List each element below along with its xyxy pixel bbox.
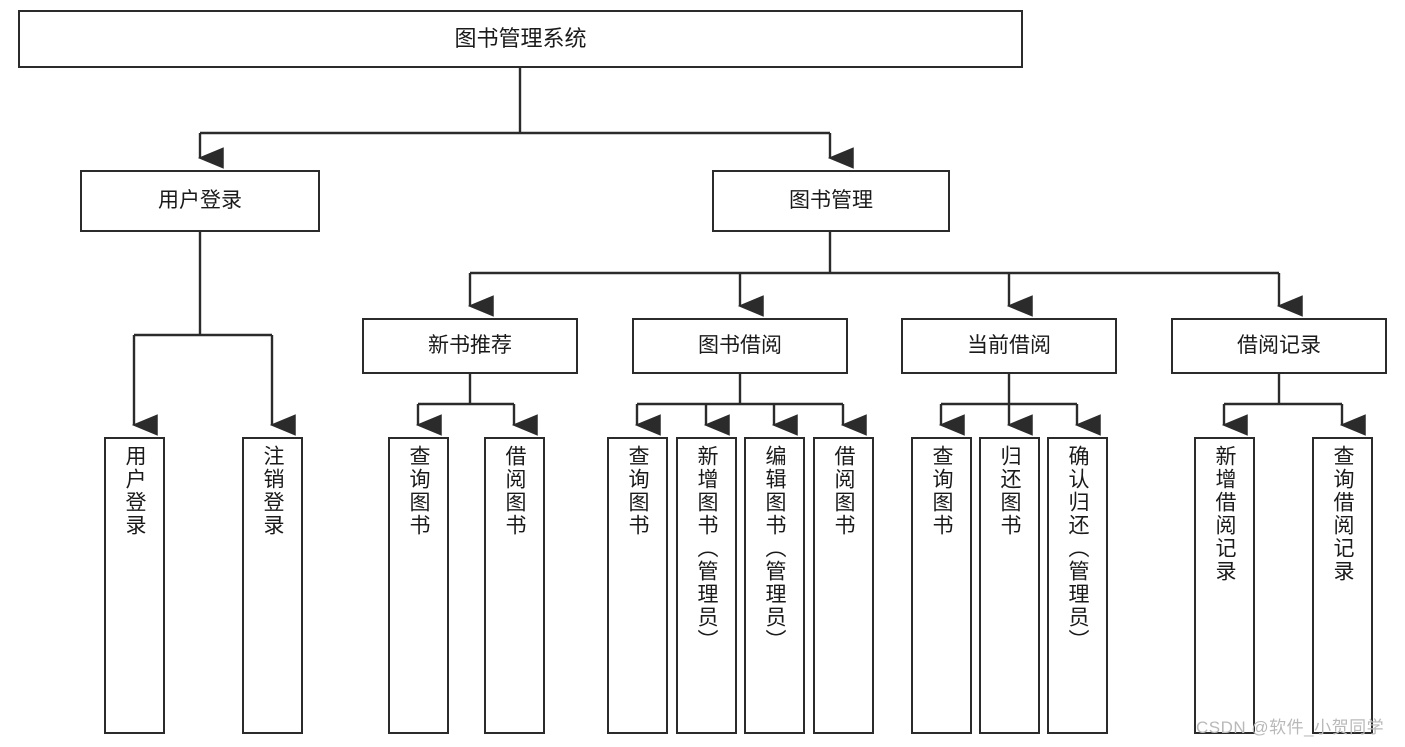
- node-leaf-add-borrow-record[interactable]: 新增借阅记录: [1194, 437, 1255, 734]
- node-label: 借阅图书: [832, 445, 855, 537]
- node-leaf-query-book-borrow[interactable]: 查询图书: [607, 437, 668, 734]
- node-leaf-logout-login[interactable]: 注销登录: [242, 437, 303, 734]
- node-leaf-query-book-current[interactable]: 查询图书: [911, 437, 972, 734]
- node-book-management[interactable]: 图书管理: [712, 170, 950, 232]
- node-label: 图书管理系统: [454, 26, 587, 52]
- node-label: 当前借阅: [967, 333, 1051, 357]
- node-label: 图书管理: [789, 188, 873, 212]
- node-label: 借阅记录: [1237, 333, 1321, 357]
- node-leaf-return-book[interactable]: 归还图书: [979, 437, 1040, 734]
- node-label: 查询图书: [930, 445, 953, 537]
- node-leaf-edit-book[interactable]: 编辑图书（管理员）: [744, 437, 805, 734]
- node-label: 新书推荐: [428, 333, 512, 357]
- node-label: 归还图书: [998, 445, 1021, 537]
- node-label: 新增图书（管理员）: [695, 445, 718, 652]
- node-root-book-management-system[interactable]: 图书管理系统: [18, 10, 1023, 68]
- node-leaf-query-borrow-record[interactable]: 查询借阅记录: [1312, 437, 1373, 734]
- node-label: 查询借阅记录: [1331, 445, 1354, 583]
- csdn-watermark: CSDN @软件_小贺同学: [1196, 718, 1385, 737]
- node-label: 借阅图书: [503, 445, 526, 537]
- node-leaf-add-book[interactable]: 新增图书（管理员）: [676, 437, 737, 734]
- node-new-book-recommend[interactable]: 新书推荐: [362, 318, 578, 374]
- node-label: 用户登录: [158, 188, 242, 212]
- node-label: 注销登录: [261, 445, 284, 537]
- node-label: 图书借阅: [698, 333, 782, 357]
- node-label: 查询图书: [407, 445, 430, 537]
- node-book-borrow[interactable]: 图书借阅: [632, 318, 848, 374]
- node-leaf-borrow-book[interactable]: 借阅图书: [813, 437, 874, 734]
- node-leaf-confirm-return[interactable]: 确认归还（管理员）: [1047, 437, 1108, 734]
- node-leaf-query-book-recommend[interactable]: 查询图书: [388, 437, 449, 734]
- node-label: 确认归还（管理员）: [1066, 445, 1089, 652]
- node-label: 新增借阅记录: [1213, 445, 1236, 583]
- node-leaf-borrow-book-recommend[interactable]: 借阅图书: [484, 437, 545, 734]
- node-label: 查询图书: [626, 445, 649, 537]
- node-label: 编辑图书（管理员）: [763, 445, 786, 652]
- node-label: 用户登录: [123, 445, 146, 537]
- node-current-borrow[interactable]: 当前借阅: [901, 318, 1117, 374]
- node-user-login[interactable]: 用户登录: [80, 170, 320, 232]
- node-leaf-user-login[interactable]: 用户登录: [104, 437, 165, 734]
- node-borrow-record[interactable]: 借阅记录: [1171, 318, 1387, 374]
